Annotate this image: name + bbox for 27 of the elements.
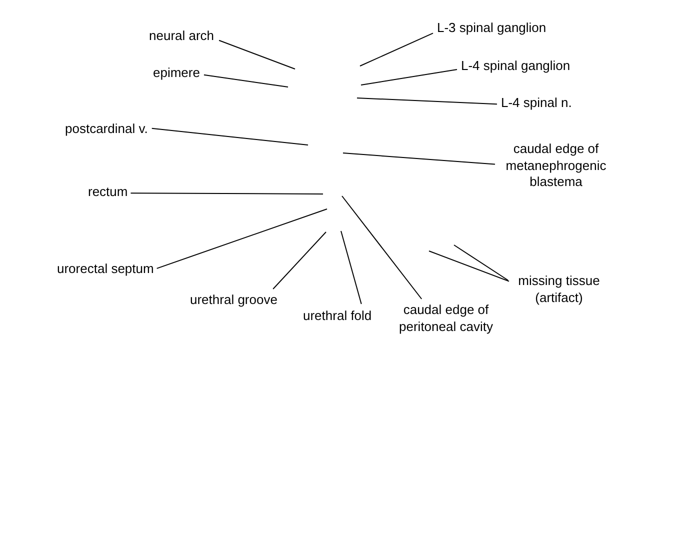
leader-line: [151, 128, 308, 146]
callout-label: urethral fold: [303, 308, 372, 324]
leader-line: [360, 69, 458, 86]
callout-label: rectum: [88, 184, 128, 200]
leader-line: [356, 98, 498, 105]
callout-label: L-3 spinal ganglion: [437, 20, 546, 36]
callout-label: urethral groove: [190, 292, 278, 308]
callout-label: caudal edge of peritoneal cavity: [393, 302, 499, 335]
leader-line: [130, 192, 324, 194]
callout-label: missing tissue (artifact): [510, 273, 608, 306]
callout-label: neural arch: [149, 28, 214, 44]
leader-line: [218, 40, 296, 70]
callout-label: epimere: [153, 65, 200, 82]
leader-line: [360, 32, 434, 66]
callout-label: L-4 spinal ganglion: [461, 58, 570, 74]
leader-line: [340, 230, 362, 304]
leader-line: [454, 244, 508, 281]
leader-line: [272, 232, 326, 290]
callout-label: urorectal septum: [57, 261, 154, 278]
leader-line: [342, 196, 422, 300]
leader-line: [156, 208, 328, 269]
leader-line: [203, 74, 288, 88]
callout-label: postcardinal v.: [65, 121, 148, 138]
leader-line: [342, 152, 496, 165]
callout-label: caudal edge of metanephrogenic blastema: [497, 141, 615, 190]
leader-line: [428, 250, 510, 282]
callout-label: L-4 spinal n.: [501, 95, 572, 112]
